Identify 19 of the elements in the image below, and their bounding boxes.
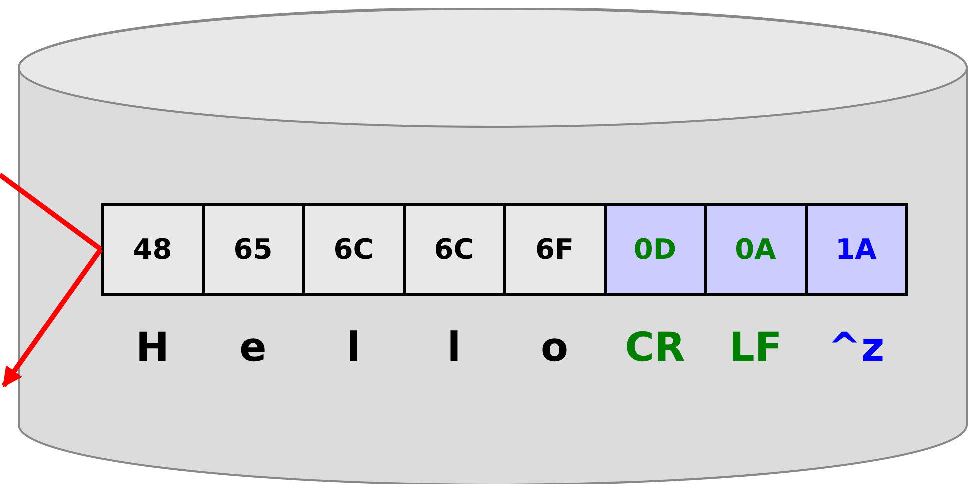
- character-label: H: [135, 324, 170, 372]
- hex-value: 1A: [836, 233, 877, 266]
- hex-value: 6F: [535, 233, 574, 266]
- disk-cylinder: [18, 8, 968, 484]
- hex-value: 6C: [434, 233, 474, 266]
- character-label: l: [346, 324, 362, 372]
- character-label: e: [238, 324, 268, 372]
- character-label: ^z: [826, 324, 886, 372]
- hex-value: 48: [133, 233, 172, 266]
- character-label: CR: [624, 324, 686, 372]
- connector-line: [0, 172, 102, 252]
- character-label: l: [446, 324, 462, 372]
- arrow: [2, 248, 104, 388]
- hex-value: 0D: [634, 233, 677, 266]
- hex-value: 0A: [735, 233, 776, 266]
- character-label: LF: [728, 324, 784, 372]
- hex-value: 6C: [334, 233, 374, 266]
- hex-value: 65: [234, 233, 273, 266]
- character-label: o: [540, 324, 570, 372]
